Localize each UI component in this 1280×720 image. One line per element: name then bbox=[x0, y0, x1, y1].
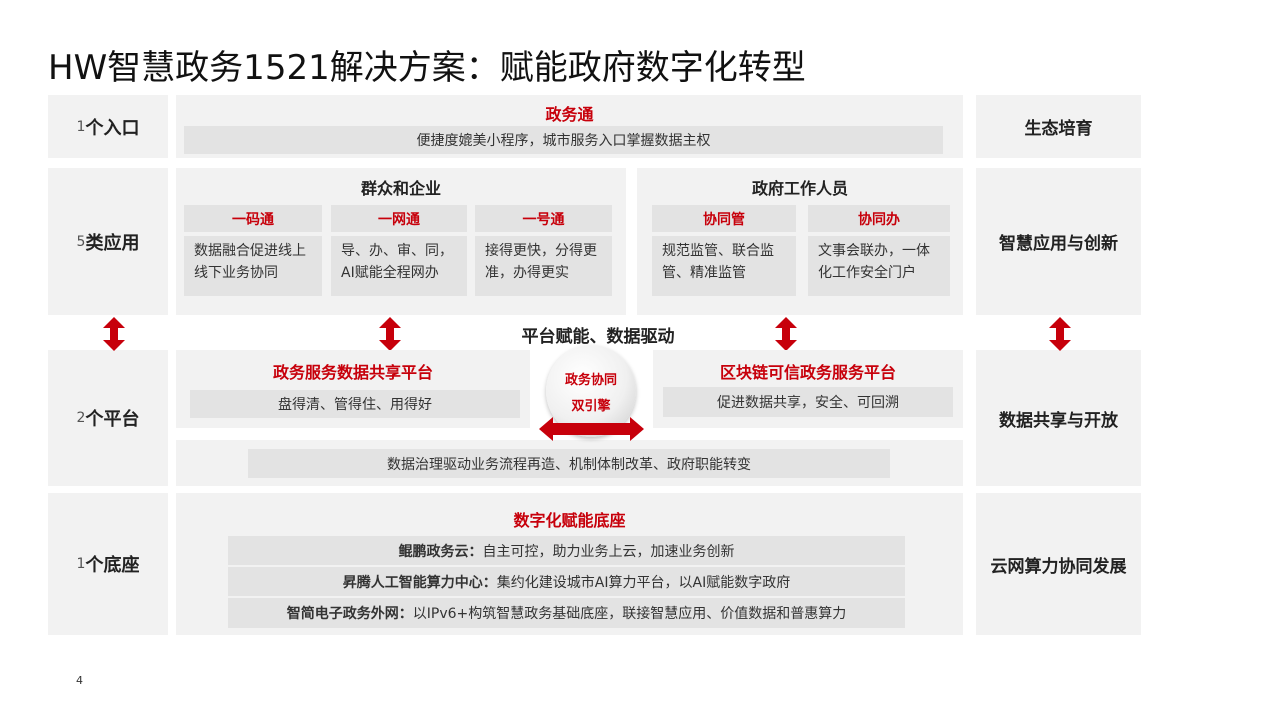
engine-sphere: 政务协同 双引擎 bbox=[546, 345, 636, 437]
engine-line2: 双引擎 bbox=[571, 399, 611, 414]
gov-apps-panel: 政府工作人员 协同管 规范监管、联合监管、精准监管 协同办 文事会联办，一体化工… bbox=[637, 168, 963, 315]
page-title: HW智慧政务1521解决方案：赋能政府数字化转型 bbox=[48, 48, 806, 88]
entry-desc: 便捷度媲美小程序，城市服务入口掌握数据主权 bbox=[184, 126, 943, 154]
app-desc: 规范监管、联合监管、精准监管 bbox=[652, 236, 796, 296]
governance-desc: 数据治理驱动业务流程再造、机制体制改革、政府职能转变 bbox=[248, 449, 890, 478]
app-name: 协同办 bbox=[808, 205, 950, 232]
app-desc: 数据融合促进线上线下业务协同 bbox=[184, 236, 322, 296]
row-number: 1 bbox=[76, 556, 86, 572]
base-panel: 数字化赋能底座 鲲鹏政务云：自主可控，助力业务上云，加速业务创新 昇腾人工智能算… bbox=[176, 493, 963, 635]
platform-title: 政务服务数据共享平台 bbox=[272, 363, 433, 382]
base-item-desc: 自主可控，助力业务上云，加速业务创新 bbox=[482, 543, 735, 560]
right-label-cloud: 云网算力协同发展 bbox=[976, 493, 1141, 635]
platform-desc: 盘得清、管得住、用得好 bbox=[190, 390, 520, 418]
app-name: 一网通 bbox=[331, 205, 467, 232]
base-item: 鲲鹏政务云：自主可控，助力业务上云，加速业务创新 bbox=[228, 536, 905, 565]
platform-desc: 促进数据共享，安全、可回溯 bbox=[663, 387, 953, 417]
app-name: 协同管 bbox=[652, 205, 796, 232]
row-label: 类应用 bbox=[85, 232, 140, 254]
double-arrow-icon bbox=[775, 317, 797, 351]
gov-title: 政府工作人员 bbox=[751, 179, 848, 198]
base-item-desc: 以IPv6+构筑智慧政务基础底座，联接智慧应用、价值数据和普惠算力 bbox=[412, 606, 847, 622]
horizontal-double-arrow-icon bbox=[539, 417, 644, 441]
row-label: 个底座 bbox=[85, 555, 140, 576]
platform-title: 区块链可信政务服务平台 bbox=[719, 363, 896, 382]
base-item: 智简电子政务外网：以IPv6+构筑智慧政务基础底座，联接智慧应用、价值数据和普惠… bbox=[228, 598, 905, 628]
row-label: 个入口 bbox=[85, 117, 140, 139]
base-item-name: 鲲鹏政务云： bbox=[398, 543, 483, 560]
public-apps-panel: 群众和企业 一码通 数据融合促进线上线下业务协同 一网通 导、办、审、同，AI赋… bbox=[176, 168, 626, 315]
double-arrow-icon bbox=[379, 317, 401, 351]
double-arrow-icon bbox=[1049, 317, 1071, 351]
app-desc: 导、办、审、同，AI赋能全程网办 bbox=[331, 236, 467, 296]
app-desc: 文事会联办，一体化工作安全门户 bbox=[808, 236, 950, 296]
double-arrow-icon bbox=[103, 317, 125, 351]
blockchain-platform: 区块链可信政务服务平台 促进数据共享，安全、可回溯 bbox=[653, 350, 963, 428]
app-desc: 接得更快，分得更准，办得更实 bbox=[475, 236, 612, 296]
row-number: 1 bbox=[76, 118, 86, 135]
data-sharing-platform: 政务服务数据共享平台 盘得清、管得住、用得好 bbox=[176, 350, 530, 428]
governance-panel: 数据治理驱动业务流程再造、机制体制改革、政府职能转变 bbox=[176, 440, 963, 486]
base-item-name: 智简电子政务外网： bbox=[286, 606, 413, 622]
base-item-desc: 集约化建设城市AI算力平台，以AI赋能数字政府 bbox=[496, 574, 791, 591]
base-item-name: 昇腾人工智能算力中心： bbox=[342, 574, 497, 591]
base-title: 数字化赋能底座 bbox=[513, 511, 626, 530]
entry-panel: 政务通 便捷度媲美小程序，城市服务入口掌握数据主权 bbox=[176, 95, 963, 158]
middle-caption: 平台赋能、数据驱动 bbox=[521, 327, 675, 347]
right-label-innovation: 智慧应用与创新 bbox=[976, 168, 1141, 315]
entry-title: 政务通 bbox=[545, 105, 594, 124]
right-label-data-sharing: 数据共享与开放 bbox=[976, 350, 1141, 486]
app-name: 一码通 bbox=[184, 205, 322, 232]
public-title: 群众和企业 bbox=[360, 179, 441, 198]
right-label-ecosystem: 生态培育 bbox=[976, 95, 1141, 158]
page-number: 4 bbox=[76, 674, 83, 687]
app-name: 一号通 bbox=[475, 205, 612, 232]
base-item: 昇腾人工智能算力中心：集约化建设城市AI算力平台，以AI赋能数字政府 bbox=[228, 567, 905, 596]
row-number: 2 bbox=[76, 410, 86, 426]
row-number: 5 bbox=[76, 233, 86, 250]
row-label: 个平台 bbox=[85, 409, 140, 430]
engine-line1: 政务协同 bbox=[564, 373, 617, 388]
